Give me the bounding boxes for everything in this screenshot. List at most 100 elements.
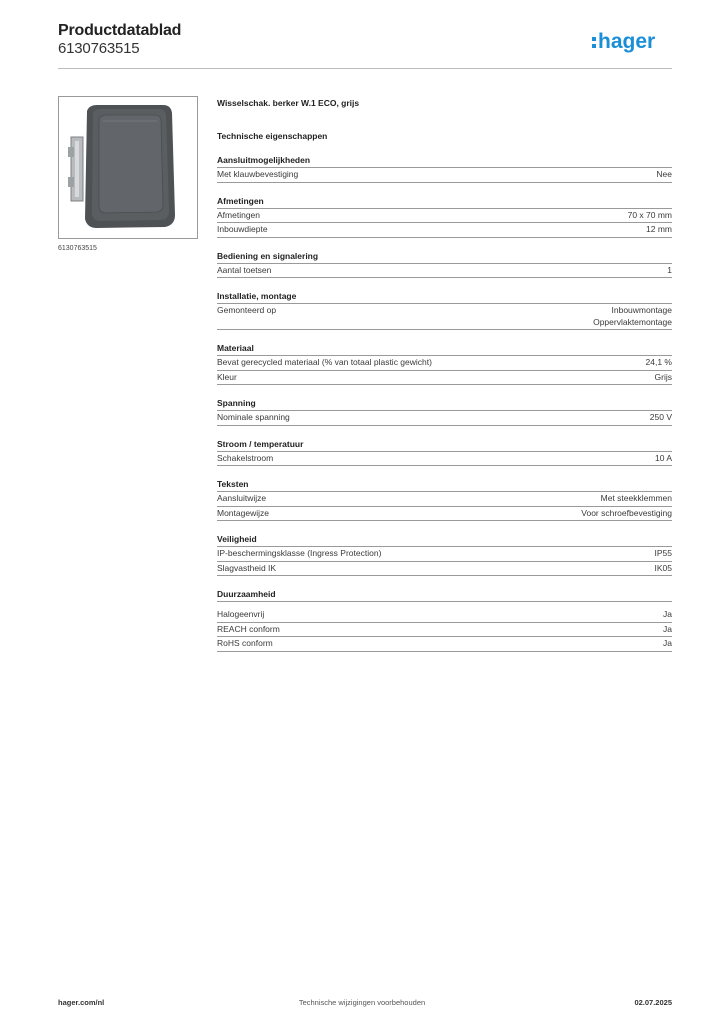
technical-heading: Technische eigenschappen — [217, 131, 328, 141]
page-title: Productdatablad — [58, 22, 182, 39]
spec-value: 12 mm — [646, 224, 672, 236]
spec-label: Met klauwbevestiging — [217, 169, 299, 179]
spec-label: REACH conform — [217, 623, 280, 634]
spec-row: REACH conform Ja — [217, 623, 672, 637]
product-name: Wisselschak. berker W.1 ECO, grijs — [217, 98, 360, 108]
header-divider — [58, 68, 672, 69]
spec-value: Voor schroefbevestiging — [581, 508, 672, 520]
spec-value-line: Met steekklemmen — [600, 493, 672, 503]
section-title: Materiaal — [217, 342, 672, 356]
spec-label: Aansluitwijze — [217, 493, 267, 503]
spec-value-line: 1 — [667, 264, 672, 275]
section-title: Aansluitmogelijkheden — [217, 154, 672, 168]
spec-row: Slagvastheid IK IK05 — [217, 562, 673, 576]
spec-value: 250 V — [650, 412, 672, 424]
spec-value-line: 10 A — [654, 452, 672, 463]
footer-date: 02.07.2025 — [634, 998, 672, 1007]
spec-value: 24,1 % — [646, 357, 672, 369]
spec-value-line: IP55 — [654, 548, 673, 558]
section-title: Duurzaamheid — [217, 588, 672, 602]
section-title: Spanning — [217, 397, 672, 411]
logo-wordmark: hager — [598, 30, 655, 53]
spec-label: Kleur — [217, 371, 237, 382]
spec-row: Aantal toetsen 1 — [217, 264, 672, 278]
spec-value: Met steekklemmen — [601, 493, 672, 505]
product-image — [58, 96, 198, 239]
spec-label: Slagvastheid IK — [217, 562, 277, 573]
spec-label: Inbouwdiepte — [217, 224, 268, 234]
spec-label: Schakelstroom — [217, 452, 274, 463]
spec-value: Grijs — [655, 372, 672, 384]
footer-disclaimer: Technische wijzigingen voorbehouden — [298, 998, 426, 1007]
spec-row: Met klauwbevestiging Nee — [217, 168, 672, 183]
spec-value: Ja — [663, 624, 672, 636]
section-title: Veiligheid — [217, 533, 672, 547]
spec-label: Bevat gerecycled materiaal (% van totaal… — [217, 357, 432, 367]
spec-value-line: Ja — [663, 623, 672, 634]
spec-value: IK05 — [655, 563, 673, 575]
spec-label: Halogeenvrij — [217, 609, 265, 619]
spec-value-line: 12 mm — [646, 224, 672, 234]
section-title: Installatie, montage — [217, 290, 672, 304]
spec-row: Montagewijze Voor schroefbevestiging — [217, 507, 672, 521]
spec-row: Bevat gerecycled materiaal (% van totaal… — [217, 356, 672, 371]
spec-value-line: Nee — [656, 169, 672, 179]
spec-row: Aansluitwijze Met steekklemmen — [217, 492, 672, 507]
spec-value: Ja — [663, 638, 672, 650]
spec-value: 1 — [667, 265, 672, 277]
spec-row: Halogeenvrij Ja — [217, 608, 672, 623]
spec-value: 10 A — [655, 453, 672, 465]
spec-value: Nee — [656, 169, 672, 181]
spec-label: Gemonteerd op — [217, 305, 277, 315]
switch-device-icon — [68, 105, 175, 228]
spec-label: RoHS conform — [217, 638, 273, 648]
spec-row: Schakelstroom 10 A — [217, 452, 672, 466]
spec-label: Aantal toetsen — [217, 264, 272, 275]
spec-value: 70 x 70 mm — [628, 210, 672, 222]
section-title: Afmetingen — [217, 195, 672, 209]
spec-value-line: 24,1 % — [645, 357, 672, 367]
spec-value-line: Oppervlaktemontage — [593, 316, 672, 327]
spec-row: Kleur Grijs — [217, 371, 672, 385]
spec-value-line: 250 V — [649, 412, 672, 422]
spec-value-line: Grijs — [654, 371, 672, 382]
section-title: Stroom / temperatuur — [217, 438, 672, 452]
footer-website: hager.com/nl — [58, 998, 105, 1007]
spec-value: IP55 — [655, 548, 673, 560]
spec-value-line: Ja — [663, 609, 672, 619]
spec-row: Afmetingen 70 x 70 mm — [217, 209, 672, 223]
spec-value-line: IK05 — [654, 562, 673, 573]
spec-label: Montagewijze — [217, 507, 269, 518]
section-title: Teksten — [217, 478, 672, 492]
section-title: Bediening en signalering — [217, 250, 672, 264]
spec-label: IP-beschermingsklasse (Ingress Protectio… — [217, 548, 382, 558]
spec-label: Nominale spanning — [217, 412, 290, 422]
spec-row: RoHS conform Ja — [217, 637, 672, 652]
spec-row: Inbouwdiepte 12 mm — [217, 223, 672, 238]
hager-logo: hager — [592, 30, 655, 53]
spec-value-line: 70 x 70 mm — [627, 209, 672, 220]
product-number: 6130763515 — [58, 40, 140, 57]
image-caption: 6130763515 — [58, 245, 97, 252]
spec-row: Nominale spanning 250 V — [217, 411, 672, 426]
spec-content: Wisselschak. berker W.1 ECO, grijs Techn… — [217, 96, 672, 652]
spec-value: Ja — [663, 609, 672, 621]
spec-value-line: Inbouwmontage — [611, 305, 673, 315]
spec-value-line: Voor schroefbevestiging — [581, 507, 672, 518]
spec-value-line: Ja — [663, 638, 672, 648]
spec-row: IP-beschermingsklasse (Ingress Protectio… — [217, 547, 672, 562]
spec-label: Afmetingen — [217, 209, 260, 220]
